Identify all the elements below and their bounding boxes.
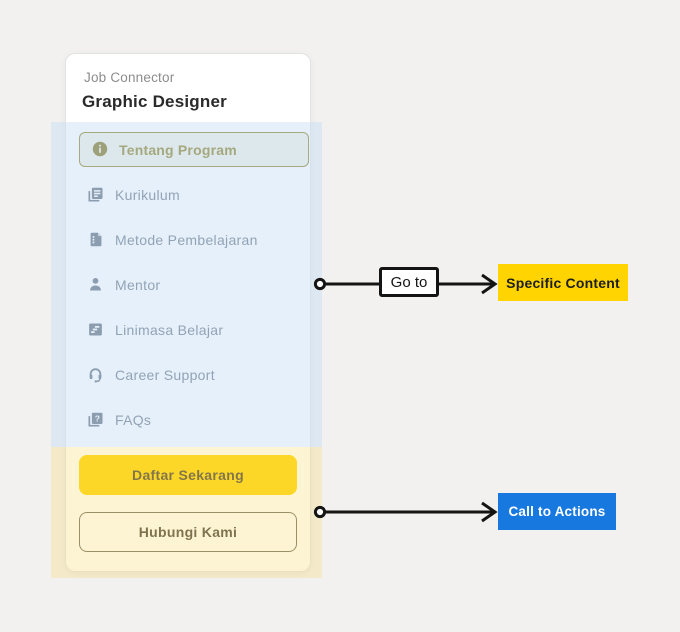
sidebar-item-label: Career Support	[115, 366, 215, 383]
sidebar-item-label: Mentor	[115, 276, 161, 293]
library-books-icon	[87, 186, 104, 203]
svg-text:?: ?	[95, 413, 100, 423]
sidebar-item-mentor[interactable]: Mentor	[79, 262, 297, 307]
daftar-sekarang-button[interactable]: Daftar Sekarang	[79, 455, 297, 495]
sidebar-item-label: FAQs	[115, 411, 152, 428]
sidebar-item-label: Metode Pembelajaran	[115, 231, 258, 248]
job-connector-card: Job Connector Graphic Designer Tentang P…	[65, 53, 311, 572]
sidebar-nav: Kurikulum Metode Pembelajaran	[79, 172, 297, 442]
headset-icon	[87, 366, 104, 383]
sidebar-item-label: Kurikulum	[115, 186, 180, 203]
cta-arrow	[313, 501, 498, 523]
card-eyebrow: Job Connector	[84, 70, 175, 85]
document-icon	[87, 231, 104, 248]
sidebar-item-kurikulum[interactable]: Kurikulum	[79, 172, 297, 217]
sidebar-item-tentang-program[interactable]: Tentang Program	[79, 132, 309, 167]
person-icon	[87, 276, 104, 293]
specific-content-tag: Specific Content	[498, 264, 628, 301]
sidebar-item-metode-pembelajaran[interactable]: Metode Pembelajaran	[79, 217, 297, 262]
timeline-icon	[87, 321, 104, 338]
sidebar-item-label: Linimasa Belajar	[115, 321, 224, 338]
sidebar-item-career-support[interactable]: Career Support	[79, 352, 297, 397]
info-icon	[92, 141, 109, 158]
page-title: Graphic Designer	[82, 92, 227, 111]
goto-label-box: Go to	[379, 267, 439, 297]
sidebar-item-label: Tentang Program	[119, 141, 237, 158]
hubungi-kami-button[interactable]: Hubungi Kami	[79, 512, 297, 552]
sidebar-item-linimasa-belajar[interactable]: Linimasa Belajar	[79, 307, 297, 352]
question-box-icon: ?	[87, 411, 104, 428]
call-to-actions-tag: Call to Actions	[498, 493, 616, 530]
sidebar-item-faqs[interactable]: ? FAQs	[79, 397, 297, 442]
